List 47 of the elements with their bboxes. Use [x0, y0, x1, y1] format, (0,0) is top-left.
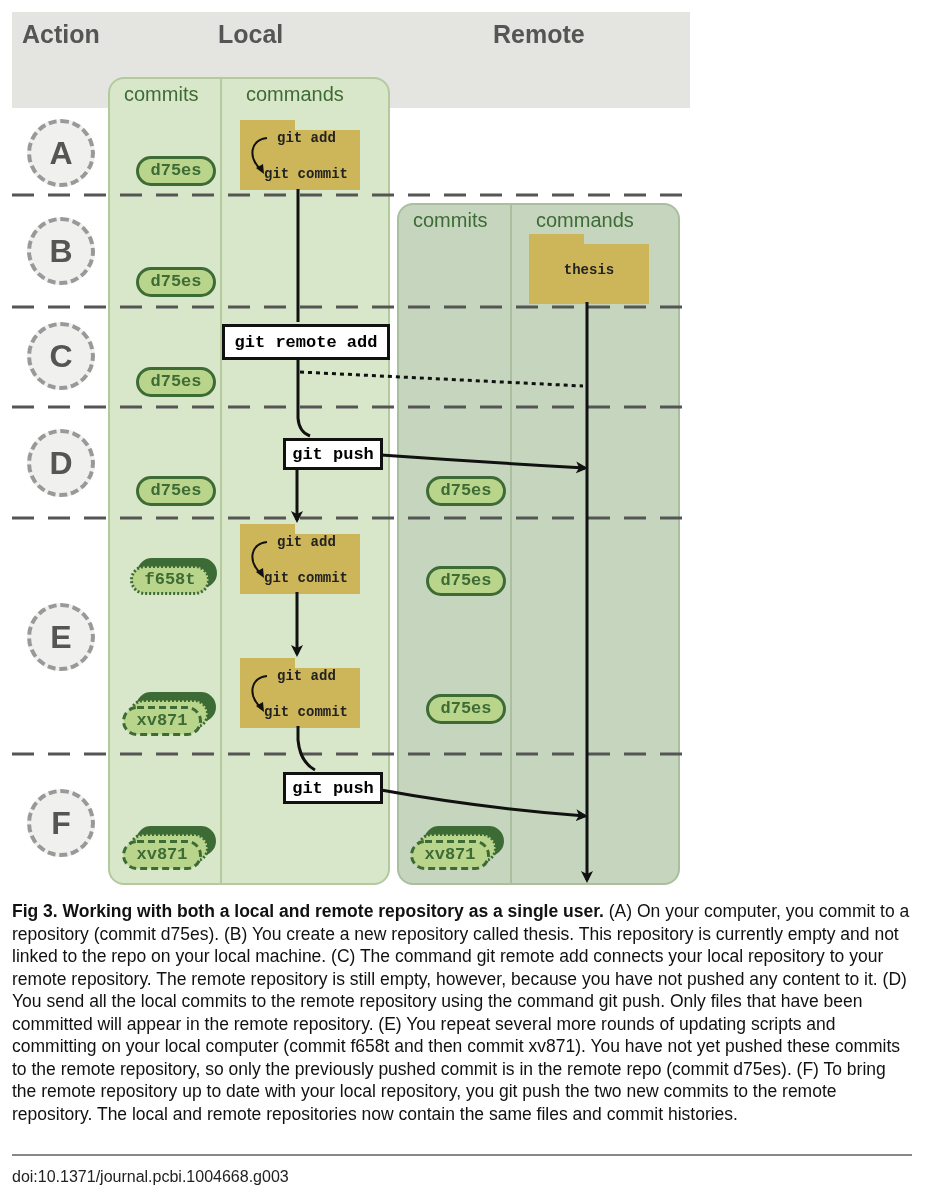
arrow [581, 302, 593, 883]
command-text: git add [277, 534, 336, 550]
command-text: git commit [264, 166, 348, 182]
folder-box [240, 524, 360, 594]
commit-badge: d75es [426, 566, 506, 596]
connector-line [299, 370, 584, 388]
column-header: Local [218, 20, 284, 49]
column-heading: commits [124, 83, 199, 106]
command-box: git push [283, 772, 383, 804]
commit-badge: d75es [136, 267, 216, 297]
connector-line [296, 359, 311, 438]
step-letter-circle: F [27, 789, 95, 857]
arrow [291, 468, 303, 523]
doi-text: doi:10.1371/journal.pcbi.1004668.g003 [12, 1168, 289, 1186]
command-text: git add [277, 130, 336, 146]
column-heading: commands [536, 209, 634, 232]
folder-box [240, 120, 360, 190]
repository-name: thesis [562, 262, 616, 278]
step-letter-circle: C [27, 322, 95, 390]
repository-panel [108, 77, 390, 885]
column-header: Remote [493, 20, 585, 49]
command-text: git commit [264, 704, 348, 720]
command-box: git remote add [222, 324, 390, 360]
command-text: git add [277, 668, 336, 684]
column-header: Action [22, 20, 100, 49]
column-heading: commits [413, 209, 488, 232]
commit-badge: d75es [136, 476, 216, 506]
commit-badge: d75es [136, 156, 216, 186]
commit-badge: d75es [426, 476, 506, 506]
repository-panel [397, 203, 680, 885]
connector-line [296, 726, 316, 772]
folder-box [240, 658, 360, 728]
commit-badge: d75es [426, 694, 506, 724]
figure-caption: Fig 3. Working with both a local and remote repository as a single user. (A) On your computer, you commit to a repository (commit d75es). (B) You create a new repository called thesis. This repository is currently empty and not linked to the repo on your local machine. (C) The command git remote add connects your local repository to your remote repository. The remote repository is still empty, however, because you have not pushed any content to it. (D) You send all the local commits to the remote repository using the command git push. Only files that have been committed will appear in the remote repository. (E) You repeat several more rounds of updating scripts and committing on your local computer (commit f658t and then commit xv871). You have not yet pushed these commits to the remote repository, so only the previously pushed commit is in the remote repo (commit d75es). (F) To bring the remote repository up to date with your local repository, you git push the two new commits to the remote repository. The local and remote repositories now contain the same files and commit histories. [12, 900, 911, 1125]
command-box: git push [283, 438, 383, 470]
step-letter-circle: A [27, 119, 95, 187]
connector-line [296, 189, 300, 322]
column-heading: commands [246, 83, 344, 106]
folder-box [529, 234, 649, 304]
step-letter-circle: E [27, 603, 95, 671]
arrow [380, 453, 588, 474]
step-letter-circle: B [27, 217, 95, 285]
arrow [380, 788, 588, 822]
step-letter-circle: D [27, 429, 95, 497]
arrow [291, 592, 303, 657]
command-text: git commit [264, 570, 348, 586]
commit-badge: d75es [136, 367, 216, 397]
